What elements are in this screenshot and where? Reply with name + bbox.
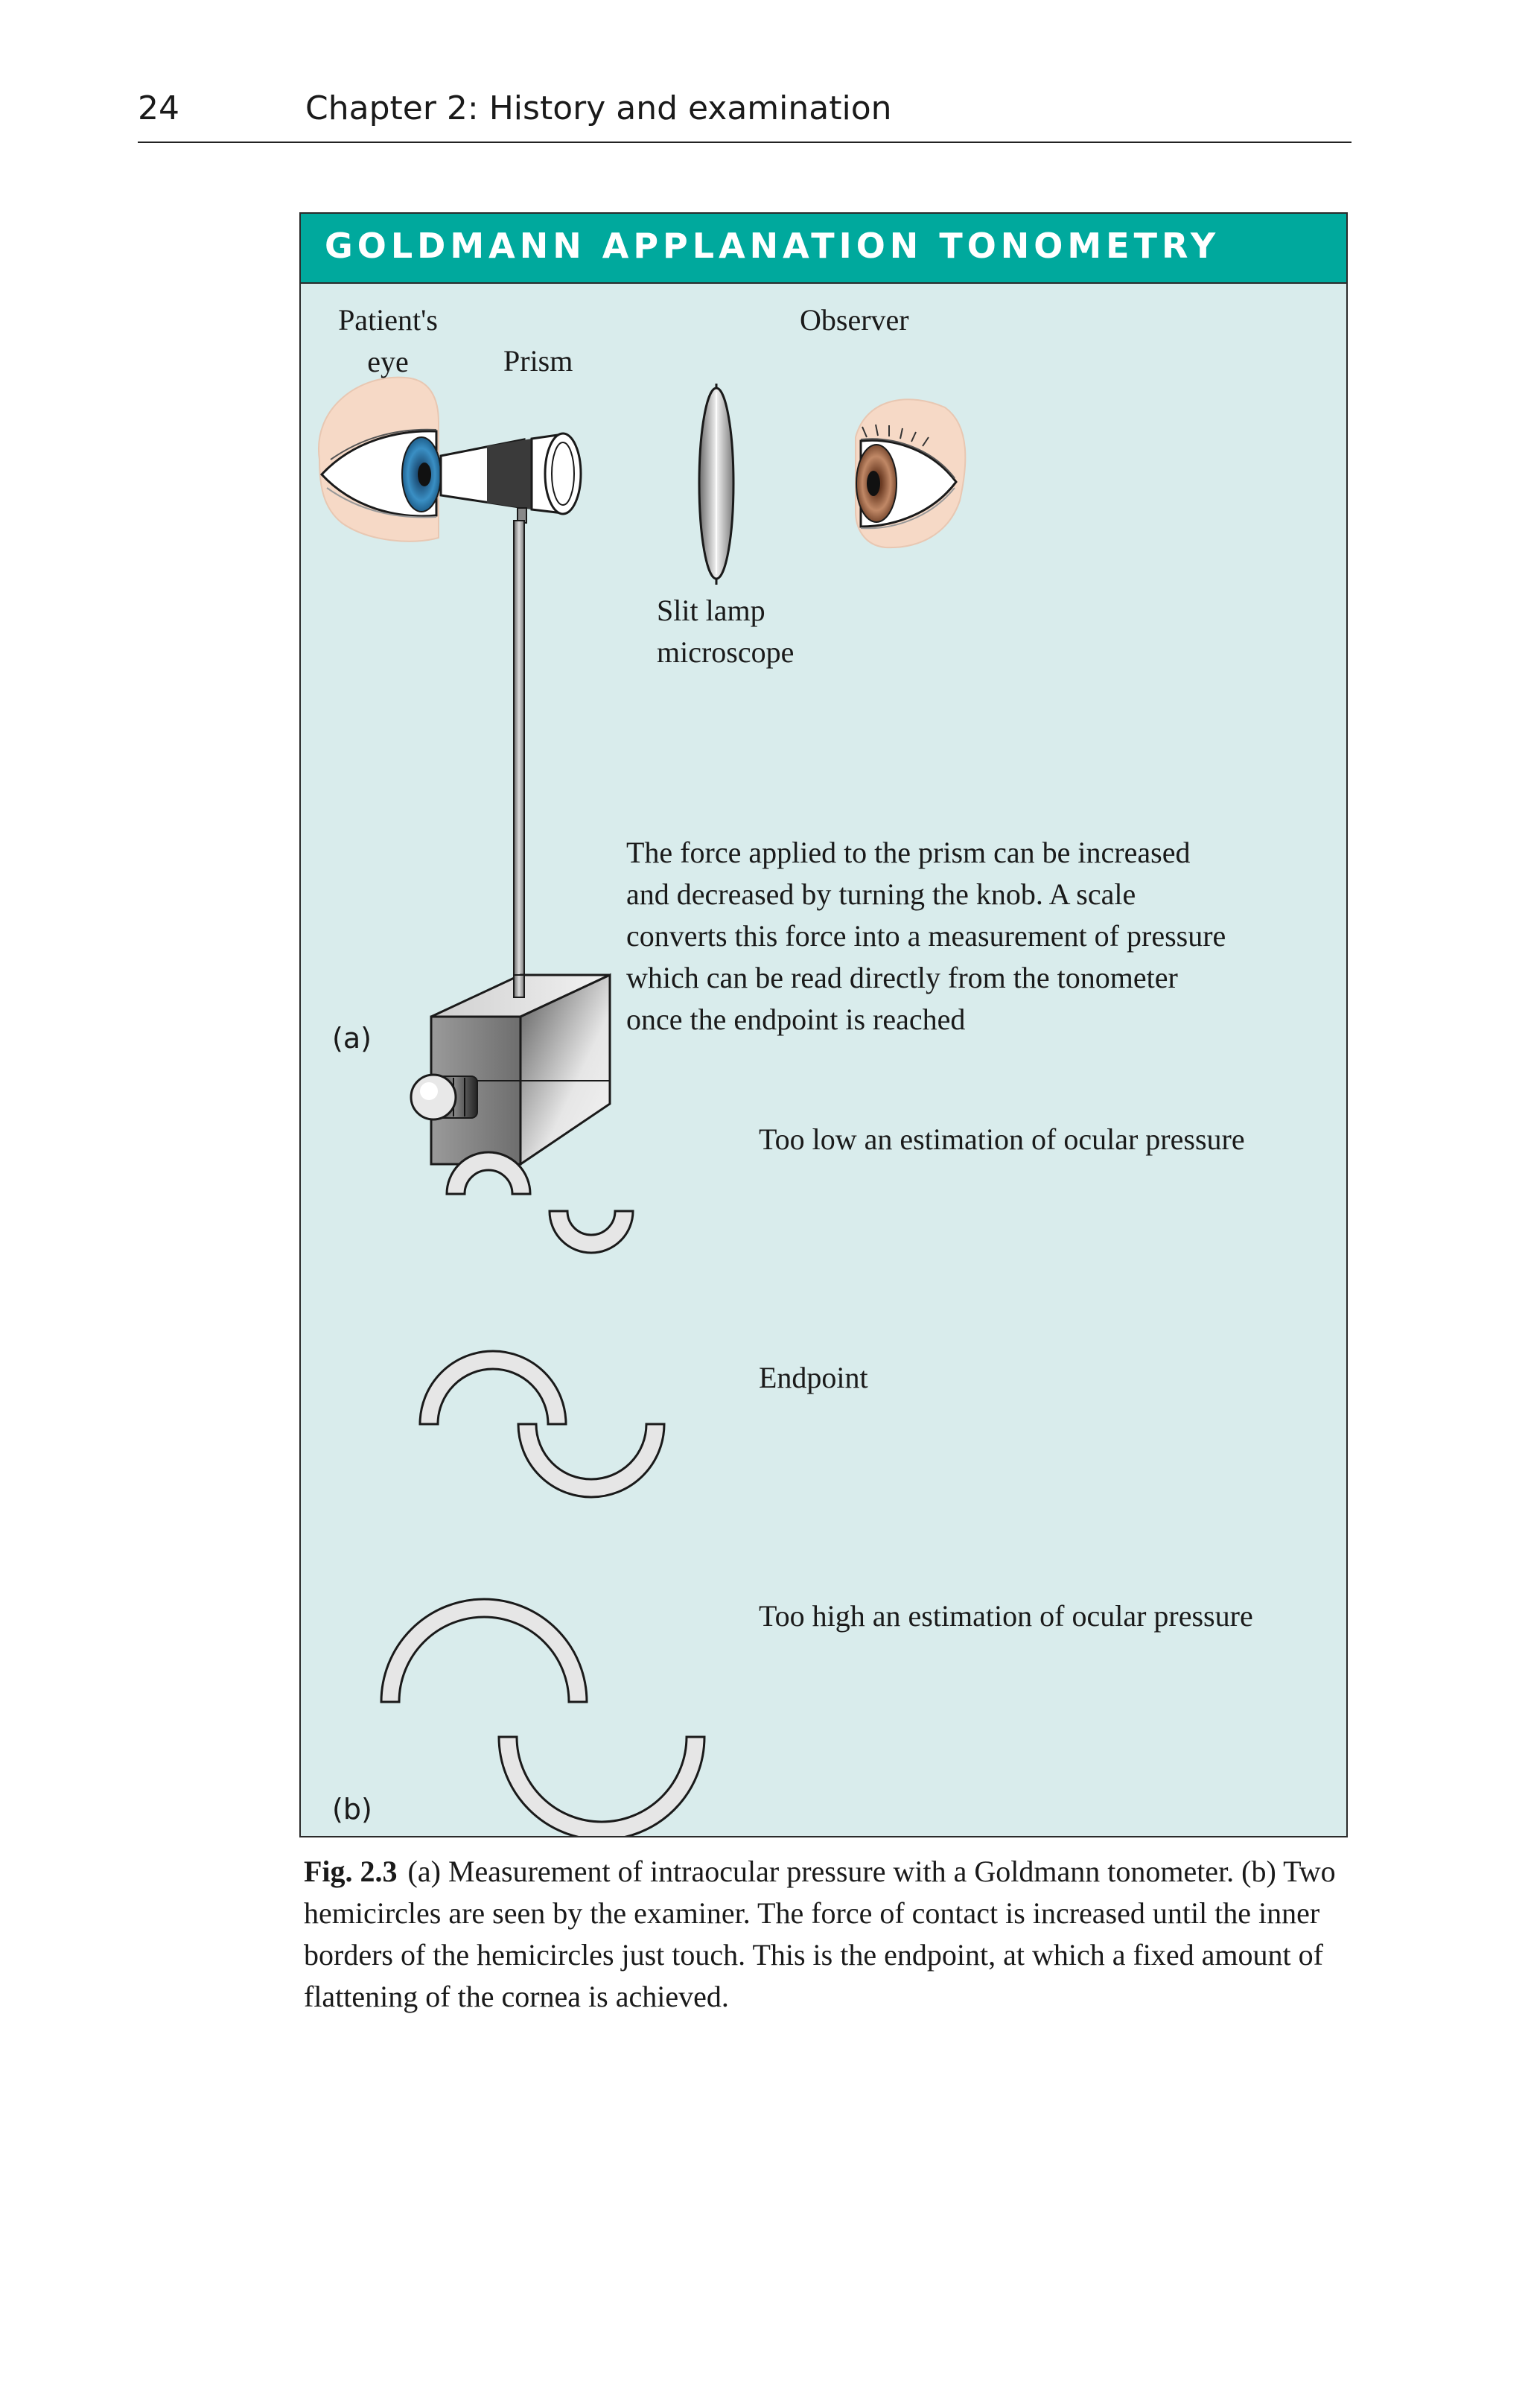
tonometer-rod: [513, 520, 525, 991]
too-high-label: Too high an estimation of ocular pressur…: [759, 1599, 1253, 1633]
observer-label: Observer: [800, 303, 909, 337]
figure-header: GOLDMANN APPLANATION TONOMETRY: [301, 214, 1346, 284]
figure-caption: Fig. 2.3(a) Measurement of intraocular p…: [304, 1851, 1346, 2018]
hemicircle-too-high-lower: [497, 1735, 706, 1836]
description-line: once the endpoint is reached: [626, 1003, 966, 1036]
knob-icon: [410, 1073, 478, 1121]
figure-box: GOLDMANN APPLANATION TONOMETRY: [299, 212, 1348, 1837]
caption-text: (a) Measurement of intraocular pressure …: [304, 1855, 1336, 2013]
hemicircle-too-low-lower: [548, 1210, 634, 1254]
endpoint-label: Endpoint: [759, 1361, 868, 1394]
description-line: which can be read directly from the tono…: [626, 961, 1178, 994]
description-line: converts this force into a measurement o…: [626, 919, 1226, 953]
panel-b-label: (b): [332, 1793, 372, 1826]
running-head: 24 Chapter 2: History and examination: [138, 82, 1352, 143]
panel-a-label: (a): [332, 1022, 372, 1055]
slit-lamp-label: Slit lamp microscope: [657, 590, 794, 673]
observer-eye-icon: [855, 398, 967, 549]
tonometer-description: The force applied to the prism can be in…: [626, 832, 1341, 1041]
description-line: The force applied to the prism can be in…: [626, 836, 1191, 869]
figure-illustration: [317, 376, 967, 1836]
prism-label: Prism: [503, 344, 573, 378]
hemicircle-group: [380, 1151, 706, 1836]
hemicircle-too-high-upper: [380, 1598, 588, 1703]
figure-title: GOLDMANN APPLANATION TONOMETRY: [325, 226, 1220, 266]
hemicircle-endpoint-lower: [517, 1423, 666, 1499]
hemicircle-endpoint-upper: [418, 1350, 567, 1426]
chapter-title: Chapter 2: History and examination: [305, 89, 892, 127]
prism-icon: [439, 432, 582, 524]
patients-eye-label-line2: eye: [367, 345, 409, 378]
page-number: 24: [138, 89, 179, 127]
slit-lamp-lens-icon: [698, 384, 735, 585]
patient-eye-icon: [317, 376, 442, 542]
figure-number: Fig. 2.3: [304, 1855, 398, 1888]
slit-lamp-label-line1: Slit lamp: [657, 594, 765, 627]
tonometer-box-icon: [430, 973, 611, 1166]
hemicircle-too-low-upper: [445, 1151, 532, 1195]
patients-eye-label-line1: Patient's: [338, 303, 438, 337]
slit-lamp-label-line2: microscope: [657, 635, 795, 669]
description-line: and decreased by turning the knob. A sca…: [626, 877, 1136, 911]
patients-eye-label: Patient's eye: [317, 299, 459, 383]
too-low-label: Too low an estimation of ocular pressure: [759, 1122, 1245, 1156]
